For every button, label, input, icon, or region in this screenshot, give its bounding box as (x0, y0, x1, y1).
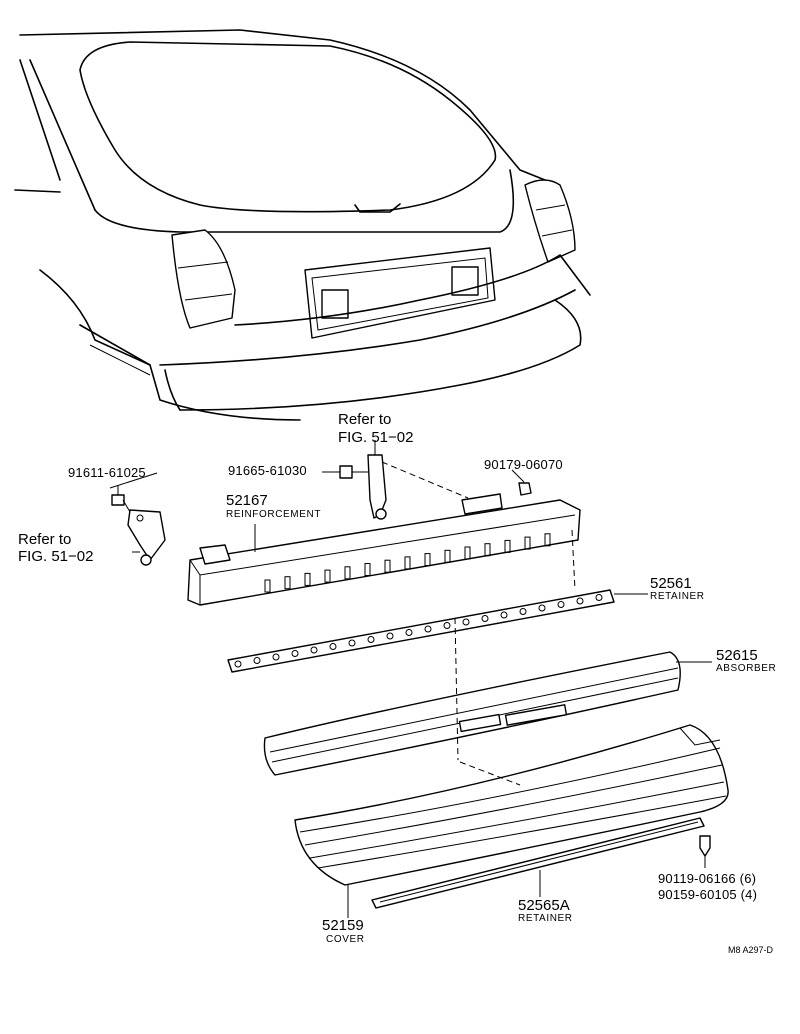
cover-52159 (294, 724, 729, 886)
part-90159: 90159-60105 (4) (658, 887, 758, 902)
retainer-hole (329, 643, 337, 650)
retainer-hole (234, 660, 242, 668)
retainer-hole (272, 653, 280, 661)
part-52167: 52167 (226, 492, 268, 509)
retainer-hole (367, 636, 375, 643)
beam-slot (544, 533, 551, 547)
retainer-hole (443, 622, 451, 629)
part-52565a: 52565A (518, 897, 570, 914)
part-52159-name: COVER (326, 934, 365, 945)
beam-slot (464, 546, 471, 560)
part-90119: 90119-06166 (6) (658, 871, 757, 886)
beam-slot (284, 576, 291, 590)
refer-left-line2: FIG. 51−02 (18, 548, 94, 565)
beam-slot (344, 566, 351, 580)
refer-top-line1: Refer to (338, 411, 392, 428)
beam-slot (524, 536, 531, 550)
part-52167-name: REINFORCEMENT (226, 509, 322, 520)
beam-slot (484, 543, 491, 557)
clip-90119 (699, 835, 711, 857)
retainer-hole (405, 629, 413, 636)
diagram-code: M8 A297-D (728, 945, 774, 955)
retainer-hole (576, 597, 584, 605)
beam-slot (444, 549, 451, 563)
part-52615: 52615 (716, 647, 758, 664)
retainer-hole (557, 601, 565, 608)
part-52615-name: ABSORBER (716, 663, 777, 674)
refer-top-line2: FIG. 51−02 (338, 429, 414, 446)
part-91611: 91611-61025 (68, 465, 146, 480)
refer-left-line1: Refer to (18, 531, 72, 548)
beam-slot (504, 539, 511, 553)
beam-slot (384, 559, 391, 573)
retainer-hole (595, 594, 603, 601)
leader-lines (109, 461, 712, 918)
retainer-hole (348, 639, 356, 647)
retainer-hole (462, 618, 470, 626)
nut-90179 (518, 482, 532, 496)
retainer-hole (253, 657, 261, 664)
top-bracket (324, 440, 387, 520)
retainer-52561 (227, 589, 615, 673)
part-52561: 52561 (650, 575, 692, 592)
retainer-hole (519, 608, 527, 615)
part-52561-name: RETAINER (650, 591, 705, 602)
part-52565a-name: RETAINER (518, 913, 573, 924)
beam-slot (304, 572, 311, 586)
part-52159: 52159 (322, 917, 364, 934)
retainer-52565a (371, 817, 705, 909)
retainer-hole (424, 625, 432, 633)
beam-slot (404, 556, 411, 570)
beam-slot (424, 553, 431, 567)
beam-slot (324, 569, 331, 583)
reinforcement-beam (187, 493, 581, 606)
beam-slot (364, 563, 371, 576)
part-90179: 90179-06070 (484, 457, 563, 472)
absorber-52615 (263, 651, 681, 776)
retainer-hole (310, 646, 318, 654)
retainer-hole (481, 615, 489, 622)
car-rear-illustration (14, 29, 591, 421)
left-bracket (111, 485, 166, 566)
retainer-hole (538, 604, 546, 612)
beam-slot (264, 579, 271, 593)
retainer-hole (500, 611, 508, 619)
retainer-hole (291, 650, 299, 657)
retainer-hole (386, 632, 394, 640)
part-91665: 91665-61030 (228, 463, 307, 478)
